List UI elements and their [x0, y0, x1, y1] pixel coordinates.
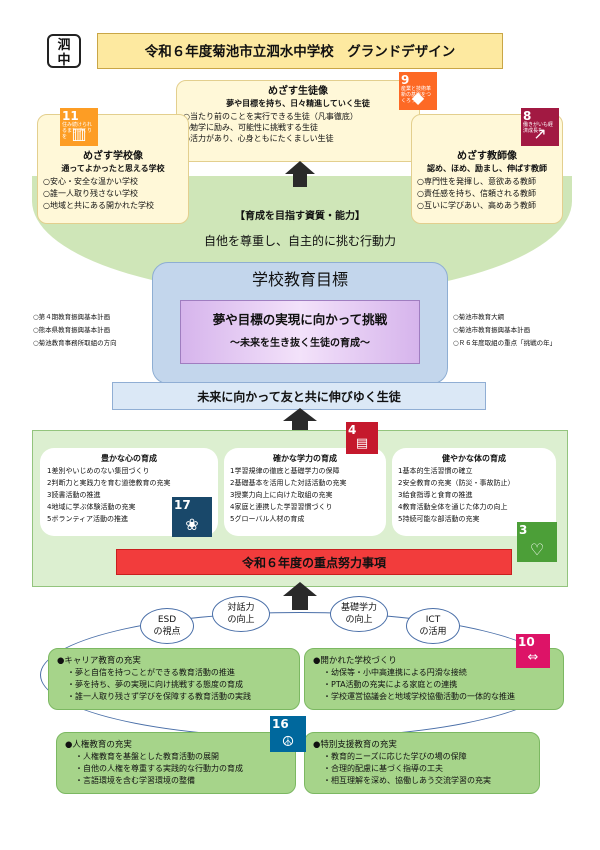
- teacher-item: ○互いに学びあい、高めあう教師: [417, 201, 536, 210]
- school-ideal-heading: めざす学校像: [83, 151, 143, 162]
- pillar-item: 4地域に学ぶ体験活動の充実: [47, 503, 136, 511]
- oval-dialogue: 対話力 の向上: [212, 596, 270, 632]
- pillar-item: 5グローバル人材の育成: [230, 515, 305, 523]
- box-item: ・夢を持ち、夢の実現に向け挑戦する態度の育成: [67, 680, 243, 689]
- box-item: ・幼保等・小中高連携による円滑な接続: [323, 668, 467, 677]
- student-heading: めざす生徒像: [268, 86, 328, 97]
- pillar-item: 2判断力と実践力を育む道徳教育の充実: [47, 479, 171, 487]
- policy-note: ○第４期教育振興基本計画: [33, 313, 111, 321]
- oval-basic: 基礎学力 の向上: [330, 596, 388, 632]
- pillar-item: 1基本的生活習慣の確立: [398, 467, 473, 475]
- teacher-item: ○専門性を発揮し、意欲ある教師: [417, 177, 536, 186]
- policy-note: ○Ｒ６年度取組の重点「挑戦の年」: [453, 339, 557, 347]
- pillar-body: 健やかな体の育成 1基本的生活習慣の確立 2安全教育の充実（防災・事故防止） 3…: [392, 448, 556, 536]
- student-item: ○活力があり、心身ともにたくましい生徒: [183, 134, 334, 143]
- sdg-16-icon: 16☮: [270, 716, 306, 752]
- page-title: 令和６年度菊池市立泗水中学校 グランドデザイン: [97, 33, 503, 69]
- school-logo: 泗中: [47, 34, 81, 68]
- box-item: ・夢と自信を持つことができる教育活動の推進: [67, 668, 235, 677]
- human-rights-box: ●人権教育の充実 ・人権教育を基盤とした教育活動の展開 ・自他の人権を尊重する実…: [56, 732, 296, 794]
- goal-box: [180, 300, 420, 364]
- box-heading: ●特別支援教育の充実: [313, 740, 397, 750]
- pillar-item: 3給食指導と食育の推進: [398, 491, 473, 499]
- pillar-item: 5ボランティア活動の推進: [47, 515, 129, 523]
- policy-note: ○熊本県教育振興基本計画: [33, 326, 111, 334]
- policy-note: ○菊池市教育振興基本計画: [453, 326, 531, 334]
- logo-text: 泗中: [57, 38, 71, 68]
- arrow-up-icon: [283, 408, 317, 434]
- student-item: ○当たり前のことを実行できる生徒（凡事徹底）: [183, 112, 358, 121]
- school-ideal-sub: 通ってよかったと思える学校: [61, 164, 165, 173]
- vision-banner: 未来に向かって友と共に伸びゆく生徒: [112, 382, 486, 410]
- box-item: ・誰一人取り残さず学びを保障する教育活動の実践: [67, 692, 251, 701]
- policy-note: ○菊池市教育大綱: [453, 313, 505, 321]
- pillar-item: 1学習規律の徹底と基礎学力の保障: [230, 467, 340, 475]
- box-item: ・自他の人権を尊重する実践的な行動力の育成: [75, 764, 243, 773]
- teacher-sub: 認め、ほめ、励まし、伸ばす教師: [427, 164, 547, 173]
- pillar-item: 2基礎基本を活用した対話活動の充実: [230, 479, 347, 487]
- ability-label: 【育成を目指す資質・能力】: [235, 211, 365, 222]
- student-item: ○勉学に励み、可能性に挑戦する生徒: [183, 123, 318, 132]
- box-item: ・相互理解を深め、協働しあう交流学習の充実: [323, 776, 491, 785]
- school-ideal-item: ○誰一人取り残さない学校: [43, 189, 138, 198]
- pillar-item: 3授業力向上に向けた取組の充実: [230, 491, 333, 499]
- oval-ict: ICT の活用: [406, 608, 460, 644]
- sdg-3-icon: 3♡: [517, 522, 557, 562]
- teacher-item: ○責任感を持ち、信頼される教師: [417, 189, 536, 198]
- student-ideal-box: めざす生徒像 夢や目標を持ち、日々精進していく生徒 ○当たり前のことを実行できる…: [176, 80, 420, 162]
- student-sub: 夢や目標を持ち、日々精進していく生徒: [226, 99, 370, 108]
- policy-note: ○菊池教育事務所取組の方向: [33, 339, 117, 347]
- oval-text: 対話力 の向上: [227, 603, 255, 625]
- special-support-box: ●特別支援教育の充実 ・教育的ニーズに応じた学びの場の保障 ・合理的配慮に基づく…: [304, 732, 540, 794]
- arrow-up-icon: [285, 161, 315, 187]
- box-heading: ●キャリア教育の充実: [57, 656, 141, 666]
- teacher-heading: めざす教師像: [457, 151, 517, 162]
- school-ideal-item: ○地域と共にある開かれた学校: [43, 201, 154, 210]
- ability-text: 自他を尊重し、自主的に挑む行動力: [203, 234, 396, 248]
- left-policy-notes: ○第４期教育振興基本計画 ○熊本県教育振興基本計画 ○菊池教育事務所取組の方向: [33, 311, 153, 350]
- sdg-17-icon: 17❀: [172, 497, 212, 537]
- oval-text: ICT の活用: [419, 615, 447, 637]
- box-item: ・人権教育を基盤とした教育活動の展開: [75, 752, 219, 761]
- goal-sub: ～未来を生き抜く生徒の育成～: [230, 338, 370, 349]
- oval-esd: ESD の視点: [140, 608, 194, 644]
- oval-text: 基礎学力 の向上: [340, 603, 377, 625]
- sdg-10-icon: 10⇔: [516, 634, 550, 668]
- box-item: ・合理的配慮に基づく指導の工夫: [323, 764, 443, 773]
- goal-main: 夢や目標の実現に向かって挑戦: [212, 312, 388, 327]
- arrow-up-icon: [283, 582, 317, 610]
- box-item: ・学校運営協議会と地域学校協働活動の一体的な推進: [323, 692, 515, 701]
- pillar-item: 2安全教育の充実（防災・事故防止）: [398, 479, 515, 487]
- pillar-item: 4家庭と連携した学習習慣づくり: [230, 503, 333, 511]
- pillar-item: 5持続可能な部活動の充実: [398, 515, 480, 523]
- box-item: ・言語環境を含む学習環境の整備: [75, 776, 195, 785]
- oval-text: ESD の視点: [153, 615, 181, 637]
- right-policy-notes: ○菊池市教育大綱 ○菊池市教育振興基本計画 ○Ｒ６年度取組の重点「挑戦の年」: [453, 311, 578, 350]
- pillar-item: 4教育活動全体を通じた体力の向上: [398, 503, 508, 511]
- box-item: ・教育的ニーズに応じた学びの場の保障: [323, 752, 467, 761]
- sdg-4-icon: 4▤: [346, 422, 378, 454]
- pillar-heading: 健やかな体の育成: [442, 454, 506, 463]
- pillar-item: 1差別やいじめのない集団づくり: [47, 467, 150, 475]
- pillar-academic: 確かな学力の育成 1学習規律の徹底と基礎学力の保障 2基礎基本を活用した対話活動…: [224, 448, 386, 536]
- goal-title: 学校教育目標: [251, 270, 348, 289]
- box-heading: ●人権教育の充実: [65, 740, 132, 750]
- career-box: ●キャリア教育の充実 ・夢と自信を持つことができる教育活動の推進 ・夢を持ち、夢…: [48, 648, 300, 710]
- pillar-item: 3読書活動の推進: [47, 491, 101, 499]
- box-heading: ●開かれた学校づくり: [313, 656, 397, 666]
- pillar-heading: 豊かな心の育成: [101, 454, 157, 463]
- pillar-heading: 確かな学力の育成: [273, 454, 337, 463]
- priority-bar: 令和６年度の重点努力事項: [116, 549, 512, 575]
- box-item: ・PTA活動の充実による家庭との連携: [323, 680, 458, 689]
- school-ideal-item: ○安心・安全な温かい学校: [43, 177, 138, 186]
